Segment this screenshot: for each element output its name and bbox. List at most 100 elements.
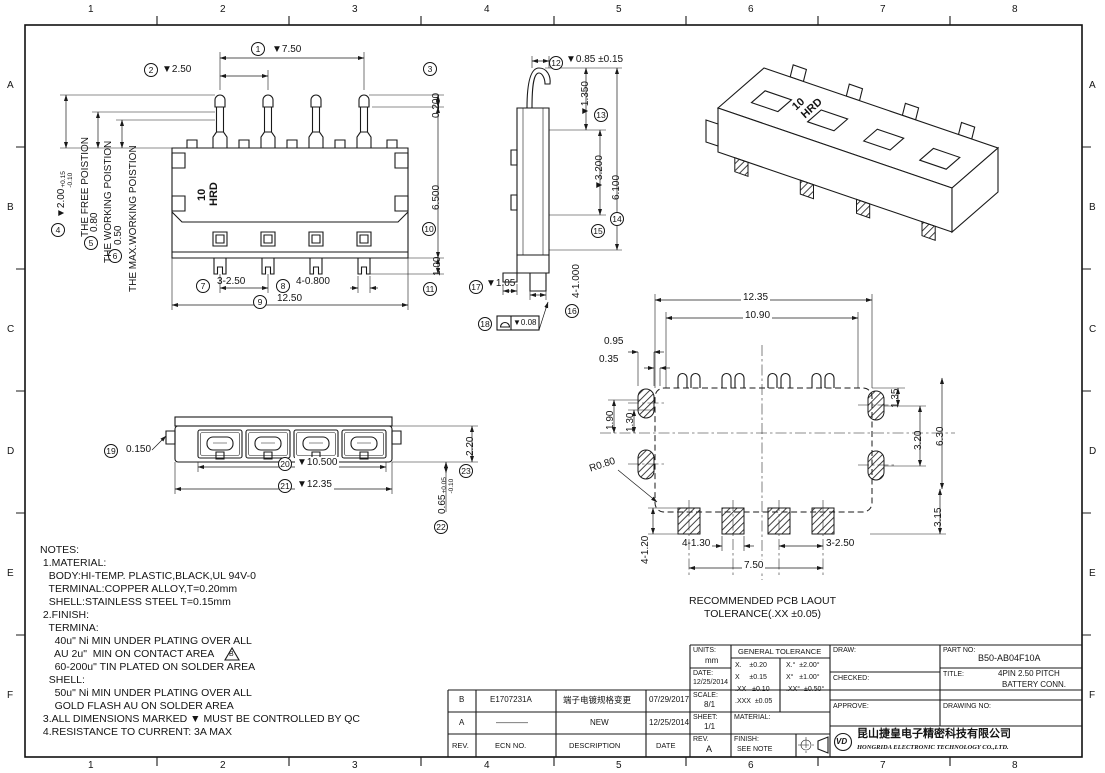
revision-row-ecn: ———— xyxy=(496,718,528,727)
part-no-value: B50-AB04F10A xyxy=(978,653,1041,663)
notes-line: BODY:HI-TEMP. PLASTIC,BLACK,UL 94V-0 xyxy=(40,570,256,582)
dim-free-tolerance: +0.15-0.10 xyxy=(60,171,74,188)
dim-max-working-position: 0.50 xyxy=(113,225,124,245)
grid-row-label: F xyxy=(7,690,14,701)
grid-col-label: 4 xyxy=(484,4,490,15)
sheet-value: 1/1 xyxy=(704,722,716,731)
grid-col-label: 1 xyxy=(88,4,94,15)
dim-10500: ▼10.500 xyxy=(295,457,340,468)
balloon-11: 11 xyxy=(423,282,437,296)
company-name-en: HONGRIDA ELECTRONIC TECHNOLOGY CO.,LTD. xyxy=(857,744,1009,751)
dim-3200: ▼3.200 xyxy=(594,155,605,190)
flatness-value: ▼0.08 xyxy=(513,318,537,327)
balloon-4: 4 xyxy=(51,223,65,237)
dim-working-position: 0.80 xyxy=(89,212,100,232)
balloon-23: 23 xyxy=(459,464,473,478)
notes-line: 1.MATERIAL: xyxy=(40,557,107,569)
title-value-line1: 4PIN 2.50 PITCH xyxy=(998,669,1060,678)
tol-minus: -0.10 xyxy=(447,478,455,494)
pcb-dim-190: 1.90 xyxy=(605,410,616,430)
pcb-dim-130: 1.30 xyxy=(625,412,636,432)
grid-row-label: A xyxy=(7,80,14,91)
pcb-dim-095: 0.95 xyxy=(604,336,624,347)
label-max-working-position: THE MAX.WORKING POISTION xyxy=(128,145,139,292)
pcb-dim-315: 3.15 xyxy=(933,507,944,527)
revision-row-ecn: E1707231A xyxy=(490,695,532,704)
dim-free-value: ▼2.00 xyxy=(56,188,67,218)
dim-pitch-total: ▼7.50 xyxy=(272,44,302,55)
pcb-dim-3250: 3-2.50 xyxy=(826,538,855,549)
grid-row-label: F xyxy=(1089,690,1096,701)
balloon-17: 17 xyxy=(469,280,483,294)
pcb-dim-1235: 12.35 xyxy=(741,292,771,303)
notes-line: AU 2u" MIN ON CONTACT AREA xyxy=(40,648,215,660)
dim-pitch: ▼2.50 xyxy=(162,64,192,75)
balloon-6: 6 xyxy=(108,249,122,263)
revision-row-description: NEW xyxy=(590,718,609,727)
iso-view xyxy=(705,64,1000,242)
company-name-cn: 昆山捷皇电子精密科技有限公司 xyxy=(857,728,1011,740)
front-view xyxy=(60,52,444,310)
revision-header-description: DESCRIPTION xyxy=(569,741,621,750)
balloon-21: 21 xyxy=(278,479,292,493)
part-marking-line2: HRD xyxy=(208,182,220,206)
units-value: mm xyxy=(705,656,719,665)
grid-col-label: 6 xyxy=(748,760,754,771)
tol-minus: -0.10 xyxy=(66,172,74,188)
finish-label: FINISH: xyxy=(734,736,759,743)
pcb-dim-035: 0.35 xyxy=(599,354,619,365)
tolerance-header: GENERAL TOLERANCE xyxy=(738,647,822,656)
grid-col-label: 2 xyxy=(220,760,226,771)
notes-line: SHELL:STAINLESS STEEL T=0.15mm xyxy=(40,596,231,608)
revision-row-rev: A xyxy=(459,718,465,727)
dim-tail-width: 4-0.800 xyxy=(296,276,330,287)
grid-col-label: 8 xyxy=(1012,4,1018,15)
flatness-symbol-icon xyxy=(499,321,511,328)
dim-tails: 4-1.000 xyxy=(571,264,582,298)
balloon-2: 2 xyxy=(144,63,158,77)
grid-col-label: 4 xyxy=(484,760,490,771)
tolerance-angular: X° ±1.00° xyxy=(786,674,820,681)
grid-row-label: E xyxy=(1089,568,1096,579)
dim-0150: 0.150 xyxy=(126,444,152,455)
grid-row-label: B xyxy=(7,202,14,213)
grid-row-label: D xyxy=(7,446,15,457)
units-label: UNITS: xyxy=(693,647,716,654)
balloon-18: 18 xyxy=(478,317,492,331)
pcb-caption-line1: RECOMMENDED PCB LAOUT xyxy=(688,595,836,607)
notes-line: 3.ALL DIMENSIONS MARKED ▼ MUST BE CONTRO… xyxy=(40,713,361,725)
side-view xyxy=(496,56,622,331)
grid-col-label: 2 xyxy=(220,4,226,15)
grid-row-label: E xyxy=(7,568,14,579)
tolerance-linear: X. ±0.20 xyxy=(735,662,767,669)
pcb-dim-320: 3.20 xyxy=(913,430,924,450)
grid-col-label: 8 xyxy=(1012,760,1018,771)
projection-symbol-icon xyxy=(798,736,829,754)
grid-col-label: 7 xyxy=(880,760,886,771)
revision-row-date: 07/29/2017 xyxy=(649,695,690,704)
dim-width: 12.50 xyxy=(277,293,303,304)
revision-header-date: DATE xyxy=(656,741,676,750)
balloon-3: 3 xyxy=(423,62,437,76)
rev-label: REV. xyxy=(693,736,709,743)
grid-row-label: C xyxy=(7,324,15,335)
approve-label: APPROVE: xyxy=(833,703,869,710)
pcb-dim-630: 6.30 xyxy=(935,426,946,446)
sheet-frame xyxy=(16,16,1091,766)
dim-065-tolerance: +0.05-0.10 xyxy=(441,477,455,494)
pcb-caption-line2: TOLERANCE(.XX ±0.05) xyxy=(703,608,822,620)
notes-line: 50u" Ni MIN UNDER PLATING OVER ALL xyxy=(40,687,252,699)
dim-tail-length: 1.00 xyxy=(432,256,443,276)
dim-tail-pitch: 3-2.50 xyxy=(217,276,246,287)
balloon-15: 15 xyxy=(591,224,605,238)
sheet-label: SHEET: xyxy=(693,714,718,721)
material-label: MATERIAL: xyxy=(734,714,771,721)
grid-col-label: 5 xyxy=(616,4,622,15)
balloon-14: 14 xyxy=(610,212,624,226)
notes-line: 40u" Ni MIN UNDER PLATING OVER ALL xyxy=(40,635,252,647)
notes-line: GOLD FLASH AU ON SOLDER AREA xyxy=(40,700,234,712)
pcb-dim-4120: 4-1.20 xyxy=(640,535,651,564)
grid-col-label: 3 xyxy=(352,4,358,15)
